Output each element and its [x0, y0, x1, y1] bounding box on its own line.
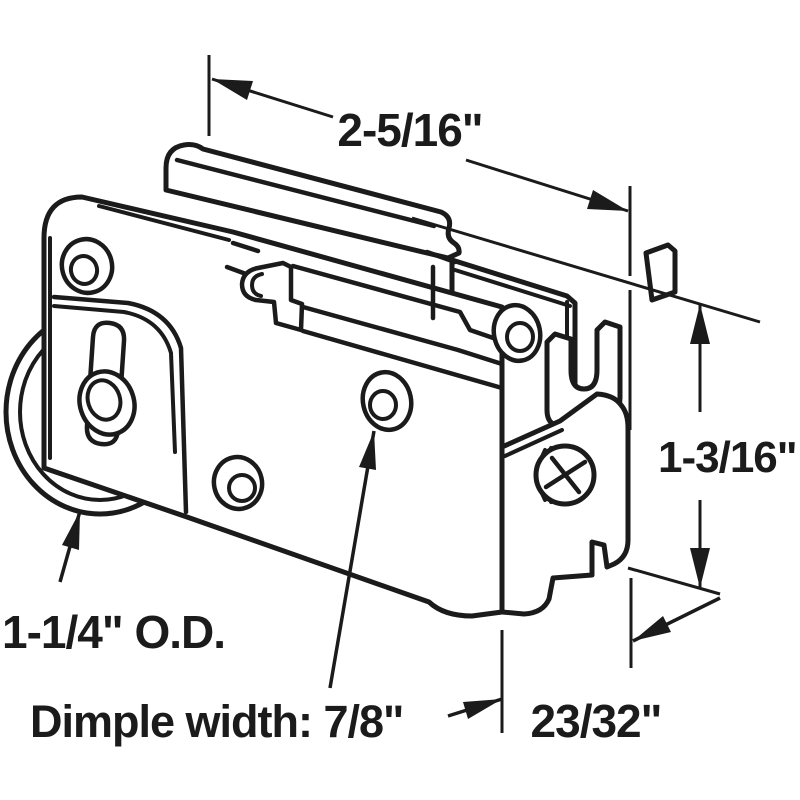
dimple-arrowhead: [359, 431, 376, 470]
dimension-bottom-depth: 23/32": [447, 578, 721, 747]
channel-bottom-edge: [300, 328, 505, 391]
extension-line-top-diagonal: [411, 216, 761, 324]
top-rail-ridge: [174, 157, 437, 229]
channel-lower-edge: [300, 304, 505, 367]
wheel-boss-inner: [52, 304, 177, 454]
depth-arrowhead-right: [633, 616, 671, 641]
top-left-hole-bore: [68, 254, 100, 286]
dim-label-dimple-width: Dimple width: 7/8": [30, 696, 403, 747]
right-body-top-edge-line: [503, 428, 564, 458]
dimple-hole-bore: [368, 389, 398, 421]
rear-plate-hole-bore: [505, 321, 535, 353]
depth-arrowhead-left: [463, 699, 502, 719]
arrowhead-down: [690, 548, 710, 588]
dim-label-roller-od: 1-1/4" O.D.: [2, 606, 225, 658]
dim-label-right-height: 1-3/16": [658, 433, 797, 482]
arrowhead-left: [212, 79, 253, 100]
rail-end-ledge: [424, 249, 458, 265]
dimension-right-height: 1-3/16": [411, 216, 798, 596]
axle-bushing-bore: [85, 378, 123, 422]
left-plate-top-line: [97, 204, 231, 242]
dim-label-bottom-depth: 23/32": [531, 695, 662, 747]
channel-upper-edge: [290, 263, 505, 344]
wheel-boss-outline: [51, 294, 189, 515]
phillips-screw: [533, 443, 597, 507]
arrowhead-up: [690, 304, 710, 344]
channel-hook-clip: [239, 260, 305, 333]
rear-plate-edge-line: [453, 268, 572, 308]
hook-inner-curve: [250, 272, 264, 298]
end-tab: [643, 242, 678, 303]
callout-roller-od: 1-1/4" O.D.: [2, 510, 226, 658]
od-arrowhead: [62, 511, 80, 550]
callout-dimple-width: Dimple width: 7/8": [30, 430, 404, 747]
dim-label-top-width: 2-5/16": [337, 104, 482, 156]
dimension-annotations: 2-5/16" 1-3/16" 23/32" 1-1/4" O.D.: [2, 55, 798, 747]
top-rail: [163, 142, 462, 261]
dimple-leader-line: [328, 430, 376, 689]
lower-left-hole-bore: [227, 473, 257, 503]
channel-lower-edge-left: [224, 264, 249, 277]
roller-assembly-part: [3, 142, 678, 619]
arrowhead-right: [587, 190, 628, 211]
extension-line-bottom-diagonal: [627, 566, 721, 596]
screw-cross-slot-2: [549, 455, 582, 495]
dimension-top-width: 2-5/16": [207, 55, 632, 430]
channel-upper-edge-left: [230, 240, 261, 254]
